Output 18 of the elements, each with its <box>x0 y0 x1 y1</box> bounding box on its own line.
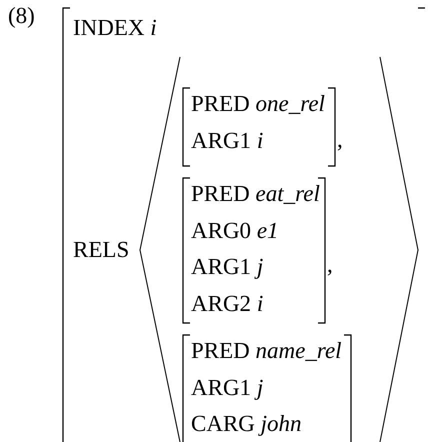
attribute-matrix <box>183 178 325 323</box>
feature-line: PRED eat_rel <box>191 182 320 206</box>
feature-line: RELS <box>73 238 130 262</box>
feature-line: ARG1 j <box>191 376 264 400</box>
feature-line: ARG2 i <box>191 292 264 316</box>
attribute-matrix <box>63 8 425 442</box>
feature-line: PRED one_rel <box>191 92 325 116</box>
example-number: (8) <box>8 4 35 28</box>
feature-line: ARG0 e1 <box>191 218 279 242</box>
feature-line: PRED name_rel <box>191 339 342 363</box>
attribute-matrix <box>183 88 335 166</box>
list-separator: , <box>327 253 333 277</box>
feature-line: INDEX i <box>73 16 157 40</box>
feature-line: ARG1 i <box>191 128 264 152</box>
attribute-matrix <box>183 335 351 442</box>
feature-line: ARG1 j <box>191 255 264 279</box>
list-separator: , <box>337 128 343 152</box>
feature-line: CARG john <box>191 412 302 436</box>
